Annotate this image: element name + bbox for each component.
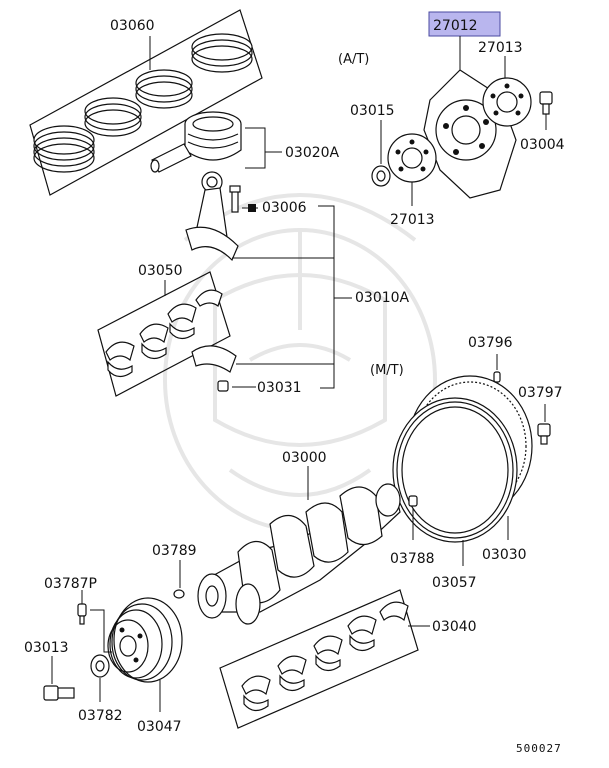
ring-group-2	[84, 97, 142, 137]
label-03000[interactable]: 03000	[282, 450, 327, 466]
ring-group-4	[191, 33, 253, 73]
piston-ring-set[interactable]	[29, 9, 263, 196]
label-03013[interactable]: 03013	[24, 640, 69, 656]
label-03006[interactable]: 03006	[262, 200, 307, 216]
label-03050[interactable]: 03050	[138, 263, 183, 279]
ring-group-1	[33, 125, 95, 173]
drive-plate-bolt[interactable]	[539, 91, 553, 115]
pilot-dowel[interactable]	[408, 495, 418, 507]
highlight-27012	[428, 11, 501, 37]
pulley-key-bolt[interactable]	[77, 603, 87, 625]
label-03004[interactable]: 03004	[520, 137, 565, 153]
flywheel-bolt[interactable]	[537, 423, 551, 445]
crankshaft[interactable]	[197, 483, 401, 625]
connecting-rod[interactable]	[185, 171, 239, 262]
label-03031[interactable]: 03031	[257, 380, 302, 396]
label-03788[interactable]: 03788	[390, 551, 435, 567]
conrod-bearing-set[interactable]	[97, 271, 231, 397]
label-03789[interactable]: 03789	[152, 543, 197, 559]
variant-label-mt: (M/T)	[370, 363, 404, 378]
label-27012[interactable]: 27012	[433, 18, 478, 34]
pilot-bushing[interactable]	[371, 165, 391, 187]
label-03782[interactable]: 03782	[78, 708, 123, 724]
figure-code: 500027	[516, 742, 562, 755]
variant-label-at: (A/T)	[338, 52, 369, 67]
crank-pulley[interactable]	[107, 597, 183, 683]
adapter-plate-rear[interactable]	[482, 77, 532, 127]
label-03797[interactable]: 03797	[518, 385, 563, 401]
label-03010A[interactable]: 03010A	[355, 290, 410, 306]
label-03030[interactable]: 03030	[482, 547, 527, 563]
label-27013-top[interactable]: 27013	[478, 40, 523, 56]
woodruff-key[interactable]	[173, 589, 185, 599]
label-27013-bottom[interactable]: 27013	[390, 212, 435, 228]
adapter-plate-front[interactable]	[387, 133, 437, 183]
label-03057[interactable]: 03057	[432, 575, 477, 591]
label-03047[interactable]: 03047	[137, 719, 182, 735]
pulley-bolt[interactable]	[43, 685, 75, 701]
label-03015[interactable]: 03015	[350, 103, 395, 119]
connecting-rod-cap[interactable]	[191, 345, 237, 373]
label-03020A[interactable]: 03020A	[285, 145, 340, 161]
label-03040[interactable]: 03040	[432, 619, 477, 635]
pulley-washer[interactable]	[90, 654, 110, 678]
label-03060[interactable]: 03060	[110, 18, 155, 34]
piston-pin[interactable]	[150, 143, 192, 173]
label-03787P[interactable]: 03787P	[44, 576, 97, 592]
ring-group-3	[135, 69, 193, 109]
rod-bolt[interactable]	[229, 185, 241, 213]
ring-gear[interactable]	[392, 397, 518, 543]
piston[interactable]	[184, 111, 242, 161]
rod-nut[interactable]	[217, 380, 229, 392]
flywheel-dowel-pin[interactable]	[493, 371, 501, 383]
label-03796[interactable]: 03796	[468, 335, 513, 351]
main-bearing-set[interactable]	[219, 589, 419, 729]
